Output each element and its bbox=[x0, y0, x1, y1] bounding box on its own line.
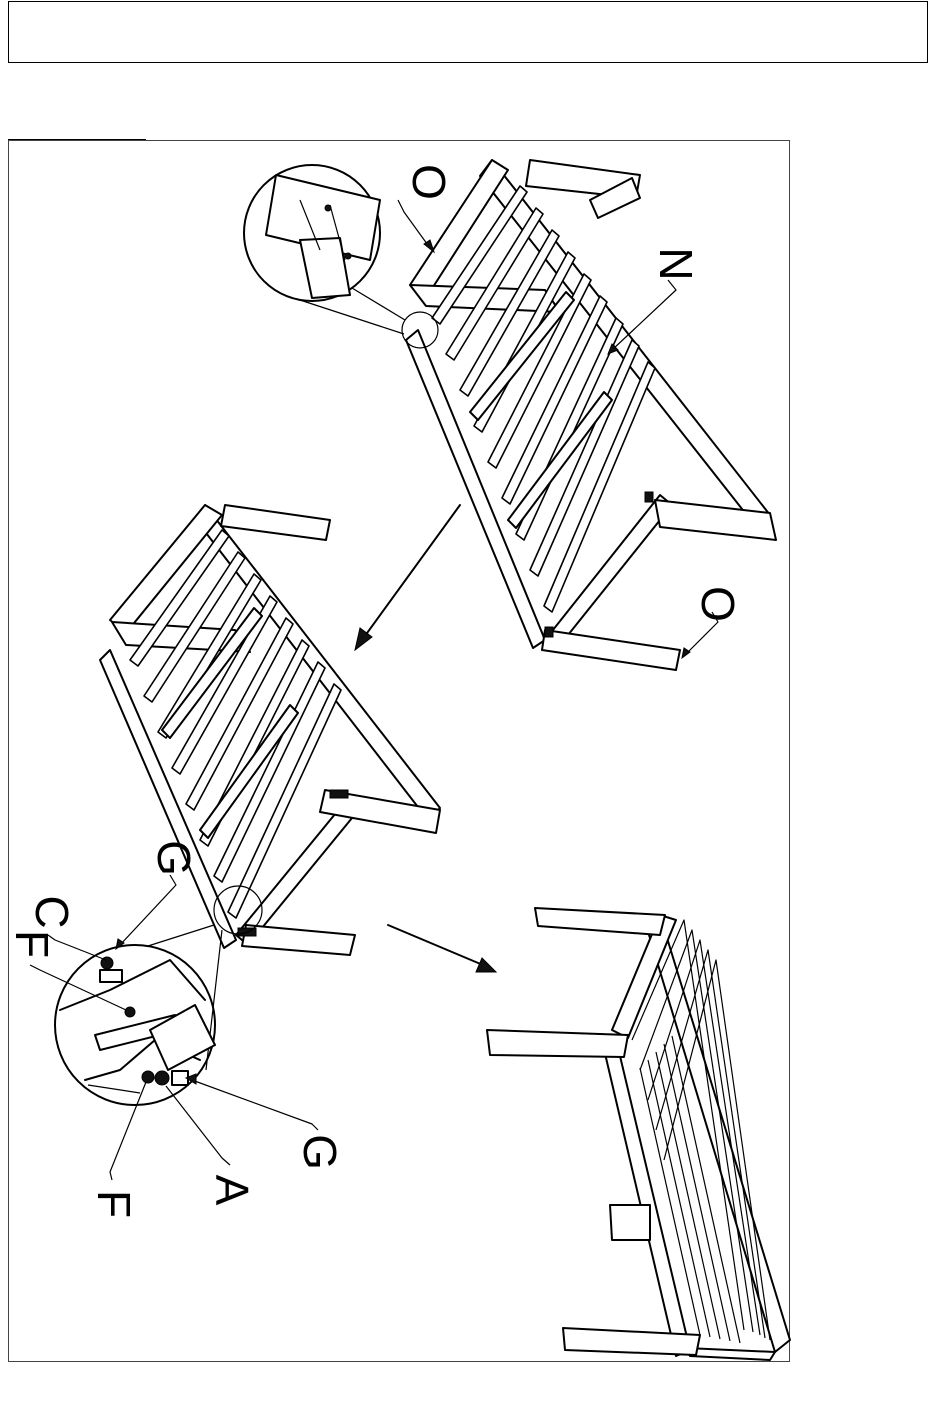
label-n: N bbox=[650, 247, 702, 280]
zoom-detail-bottom bbox=[55, 886, 262, 1105]
bolt-top bbox=[100, 970, 122, 982]
fitting-f-bottom bbox=[142, 1071, 154, 1083]
bench2-leg-1 bbox=[221, 505, 330, 540]
label-f-bottom: F bbox=[88, 1190, 140, 1218]
bench1-leg-3 bbox=[542, 630, 680, 670]
label-g-top: G bbox=[148, 840, 200, 876]
bench-step-2 bbox=[100, 505, 440, 955]
bench2-leg-3 bbox=[242, 925, 355, 955]
fitting-a bbox=[155, 1071, 169, 1085]
label-c: C bbox=[26, 895, 78, 928]
label-right-o: O bbox=[692, 586, 744, 622]
bench1-fitting-1 bbox=[645, 492, 653, 502]
bench3-leg-2 bbox=[487, 1030, 628, 1057]
bench3-leg-3 bbox=[610, 1205, 650, 1240]
bench3-end-bottom bbox=[686, 1348, 775, 1360]
bench3-rail-left bbox=[603, 1035, 690, 1356]
label-f-top: F bbox=[6, 930, 58, 958]
label-top-o: O bbox=[403, 164, 455, 200]
label-g-bottom: G bbox=[294, 1134, 346, 1170]
label-a: A bbox=[206, 1175, 258, 1206]
bench1-fitting-2 bbox=[545, 627, 553, 637]
bench2-fitting-1 bbox=[330, 790, 348, 798]
step-arrow-1 bbox=[355, 505, 460, 650]
bench3-leg-1 bbox=[535, 908, 665, 935]
step-arrow-2 bbox=[388, 925, 496, 972]
fitting-f-top bbox=[125, 1007, 135, 1017]
bench3-slats bbox=[632, 920, 770, 1343]
bench-finished bbox=[487, 908, 790, 1360]
